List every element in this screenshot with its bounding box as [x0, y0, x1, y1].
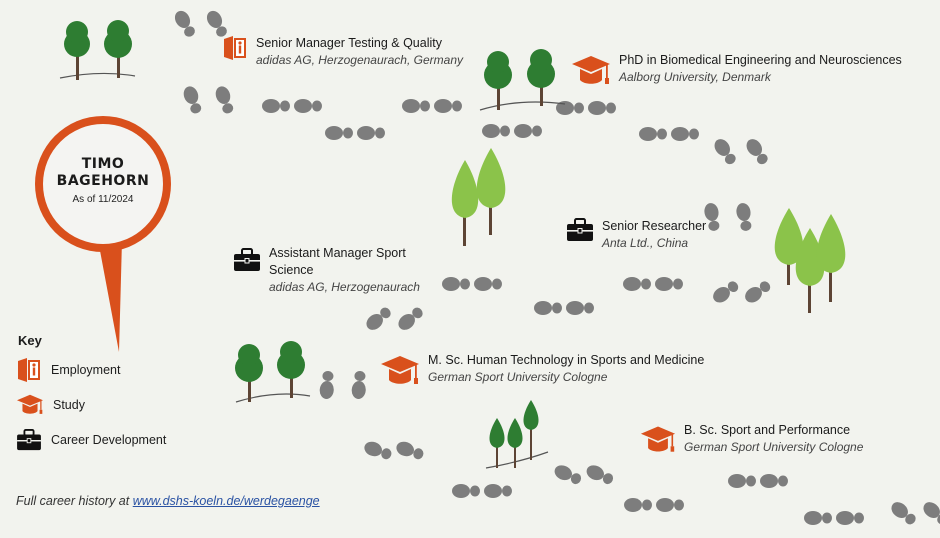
key-item-employment: Employment [16, 357, 120, 383]
footprint-icon [363, 304, 394, 334]
footprint-icon [639, 127, 667, 141]
entry-title: Assistant Manager Sport Science [269, 246, 406, 277]
entry-title: PhD in Biomedical Engineering and Neuros… [619, 53, 902, 67]
footprint-icon [656, 498, 684, 512]
entry-org: Aalborg University, Denmark [619, 70, 771, 84]
footprint-icon [318, 370, 336, 400]
footprint-icon [484, 484, 512, 498]
entry-org: German Sport University Cologne [684, 440, 864, 454]
person-name-line1: TIMO [81, 156, 125, 172]
graduation-cap-icon [381, 356, 419, 384]
tree-icon [59, 20, 136, 80]
footprint-icon [434, 99, 462, 113]
footprint-icon [804, 511, 832, 525]
entry-senior-manager: Senior Manager Testing & Quality adidas … [222, 35, 463, 69]
footprint-icon [350, 370, 368, 400]
footprint-icon [623, 277, 651, 291]
footprint-icon [588, 101, 616, 115]
entry-org: adidas AG, Herzogenaurach [269, 280, 420, 294]
briefcase-icon [234, 248, 260, 271]
entry-assistant-manager: Assistant Manager Sport Science adidas A… [233, 245, 439, 296]
footprint-icon [171, 8, 199, 40]
footprint-icon [836, 511, 864, 525]
key-title: Key [18, 333, 42, 348]
person-name-line2: BAGEHORN [56, 173, 150, 189]
footprint-icon [552, 462, 584, 488]
footprint-icon [362, 439, 394, 463]
footprint-icon [728, 474, 756, 488]
as-of-date: As of 11/2024 [72, 194, 134, 205]
entry-org: adidas AG, Herzogenaurach, Germany [256, 53, 463, 67]
entry-org: German Sport University Cologne [428, 370, 608, 384]
footprint-icon [710, 278, 742, 306]
footprint-icon [534, 301, 562, 315]
graduation-cap-icon [640, 426, 676, 452]
footprint-icon [357, 126, 385, 140]
key-label: Study [53, 398, 85, 412]
footprint-icon [402, 99, 430, 113]
footprint-icon [671, 127, 699, 141]
footprint-icon [888, 498, 919, 528]
entry-phd: PhD in Biomedical Engineering and Neuros… [571, 52, 902, 90]
entry-org: Anta Ltd., China [602, 236, 689, 250]
entry-title: M. Sc. Human Technology in Sports and Me… [428, 353, 705, 367]
briefcase-icon [17, 429, 41, 451]
entry-senior-researcher: Senior Researcher Anta Ltd., China [566, 218, 706, 252]
footprint-icon [624, 498, 652, 512]
entry-title: Senior Manager Testing & Quality [256, 36, 442, 50]
footprint-icon [584, 462, 616, 488]
entry-title: B. Sc. Sport and Performance [684, 423, 851, 437]
tree-icon [479, 49, 566, 111]
entry-title: Senior Researcher [602, 219, 707, 233]
footprint-icon [514, 124, 542, 138]
graduation-cap-icon [572, 56, 610, 84]
key-label: Employment [51, 363, 121, 377]
footprint-icon [394, 439, 426, 463]
footer-prefix: Full career history at [16, 494, 133, 508]
footprint-icon [213, 84, 237, 116]
footprint-icon [566, 301, 594, 315]
footprint-icon [395, 304, 426, 334]
employment-icon [18, 358, 40, 382]
footprint-icon [262, 99, 290, 113]
key-item-study: Study [16, 392, 85, 418]
footprint-icon [474, 277, 502, 291]
key-item-career-development: Career Development [16, 429, 166, 451]
footprint-icon [743, 136, 771, 168]
briefcase-icon [567, 218, 593, 241]
footprint-icon [735, 201, 754, 232]
footprint-icon [760, 474, 788, 488]
footprint-icon [442, 277, 470, 291]
footprint-icon [181, 84, 205, 116]
employment-icon [224, 36, 246, 60]
footprint-icon [452, 484, 480, 498]
profile-pin: TIMO BAGEHORN As of 11/2024 [48, 156, 158, 205]
graduation-cap-icon [17, 394, 43, 414]
entry-bsc: B. Sc. Sport and Performance German Spor… [640, 422, 863, 458]
footprint-icon [742, 278, 774, 306]
tree-icon [774, 208, 846, 313]
location-pin-icon [35, 116, 171, 352]
footprint-icon [294, 99, 322, 113]
footprint-icon [711, 136, 739, 168]
tree-icon [485, 400, 549, 469]
career-history-link[interactable]: www.dshs-koeln.de/werdegaenge [132, 494, 320, 508]
footprint-icon [482, 124, 510, 138]
footprint-icon [325, 126, 353, 140]
tree-icon [235, 341, 311, 403]
entry-msc: M. Sc. Human Technology in Sports and Me… [380, 352, 704, 390]
tree-icon [451, 148, 506, 246]
footprint-icon [920, 498, 940, 528]
footer-note: Full career history at www.dshs-koeln.de… [16, 494, 320, 508]
footprint-icon [655, 277, 683, 291]
key-label: Career Development [51, 433, 167, 447]
